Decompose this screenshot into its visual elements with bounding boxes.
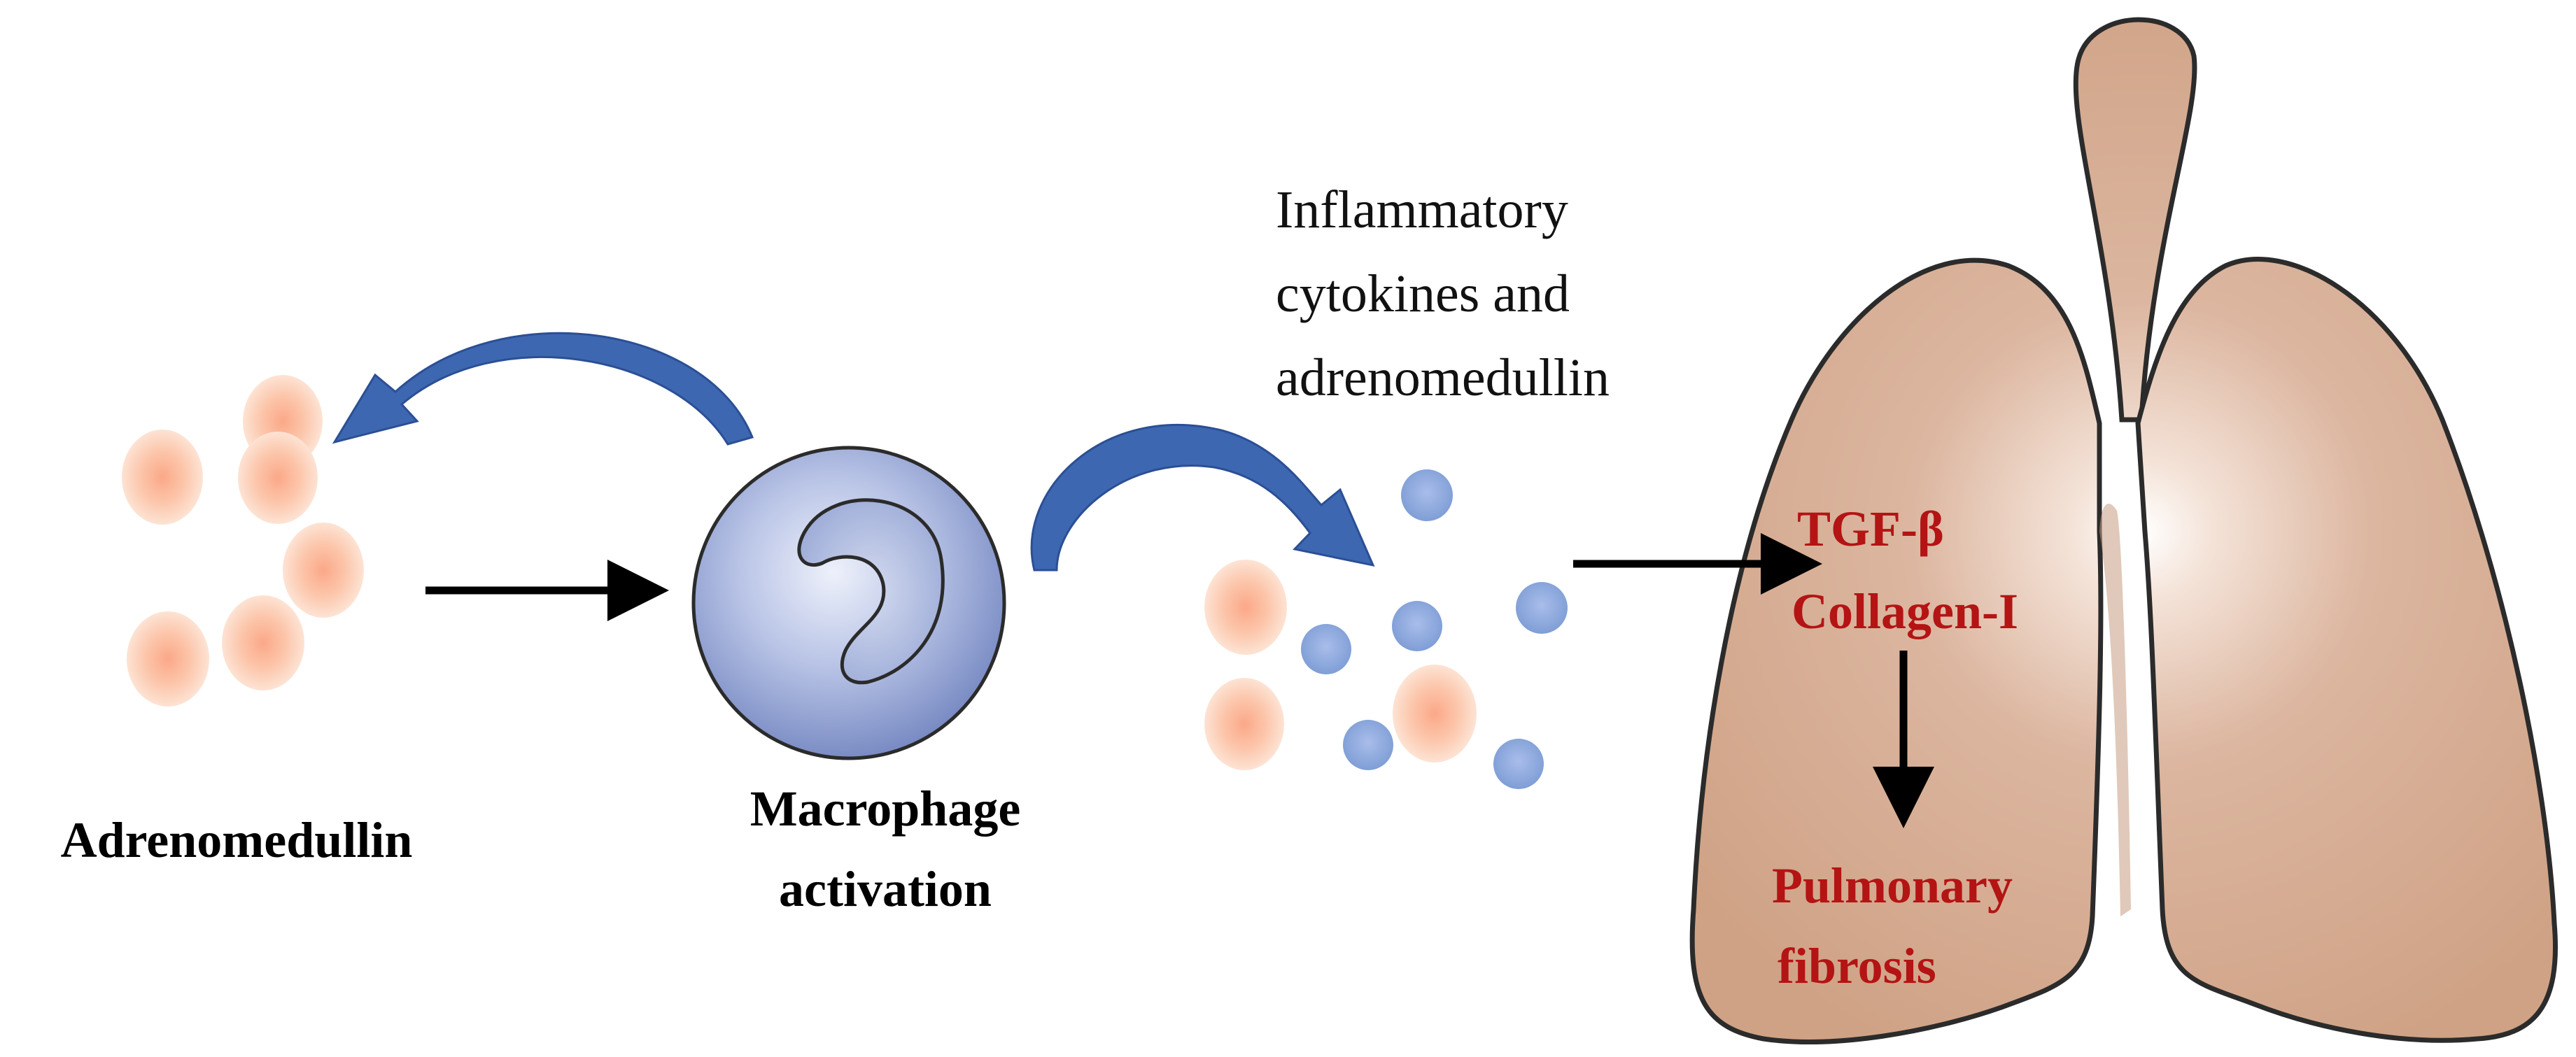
cytokine-dot — [1516, 582, 1568, 634]
trachea — [2073, 17, 2197, 423]
adrenomedullin-particle — [1393, 665, 1477, 762]
adrenomedullin-particle — [222, 595, 304, 690]
cytokine-dot — [1301, 624, 1351, 674]
collagen-label: Collagen-I — [1792, 583, 2018, 639]
macrophage-label-line2: activation — [779, 861, 992, 917]
adrenomedullin-particle — [1204, 560, 1287, 655]
cytokines-label-line3: adrenomedullin — [1276, 348, 1610, 407]
lung-hilum-shade — [2099, 504, 2131, 916]
macrophage-label-line1: Macrophage — [750, 781, 1021, 837]
tgf-beta-label: TGF-β — [1797, 501, 1944, 557]
cytokines-label-line1: Inflammatory — [1276, 180, 1568, 239]
feedback-arrow-to-adrenomedullin — [332, 332, 754, 446]
adrenomedullin-particle — [238, 432, 318, 524]
cytokine-dot — [1401, 469, 1453, 521]
macrophage-cell-icon — [691, 446, 1006, 760]
adrenomedullin-particle — [122, 430, 203, 525]
right-lung — [2135, 257, 2558, 1043]
cytokine-dot — [1392, 601, 1442, 651]
cytokine-dot — [1343, 720, 1393, 770]
adrenomedullin-cluster — [122, 375, 364, 707]
secretion-arrow — [1030, 423, 1375, 572]
adrenomedullin-label: Adrenomedullin — [61, 812, 413, 868]
lung-icon — [1689, 17, 2558, 1044]
adrenomedullin-particle — [1204, 678, 1284, 770]
macrophage-nucleus — [797, 498, 945, 685]
fibrosis-label-line1: Pulmonary — [1772, 858, 2013, 914]
cytokines-label-line2: cytokines and — [1276, 264, 1570, 323]
left-lung — [1689, 257, 2104, 1044]
adrenomedullin-particle — [283, 523, 364, 618]
adrenomedullin-particle — [127, 611, 209, 707]
cytokine-mixture — [1204, 469, 1568, 789]
fibrosis-label-line2: fibrosis — [1778, 938, 1936, 994]
cytokine-dot — [1493, 739, 1544, 789]
